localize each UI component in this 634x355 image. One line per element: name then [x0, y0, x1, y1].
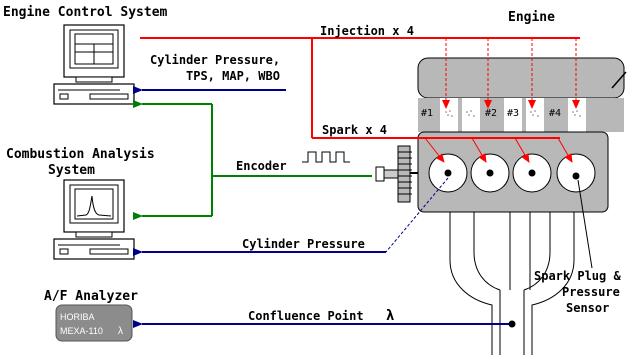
af-analyzer-meter: HORIBA MEXA-110 λ [55, 304, 133, 342]
cas-title-2: System [48, 163, 95, 178]
meter-symbol: λ [118, 326, 123, 337]
cyl-pressure-label-1: Cylinder Pressure, [150, 53, 280, 67]
encoder-gear-icon [375, 145, 418, 203]
spark-label: Spark x 4 [322, 123, 387, 137]
green-signal-lines [133, 100, 372, 220]
lambda-label: λ [386, 308, 394, 324]
spark-plug-label-3: Sensor [566, 301, 609, 315]
spark-plug-label-2: Pressure [562, 285, 620, 299]
encoder-label: Encoder [236, 159, 287, 173]
injector-label-3: #3 [507, 108, 519, 119]
red-signal-lines [140, 37, 580, 163]
cyl-pressure-label-2: TPS, MAP, WBO [186, 69, 280, 83]
blue-signal-lines [133, 86, 516, 328]
cas-title-1: Combustion Analysis [6, 147, 155, 162]
ecs-computer-icon [53, 24, 135, 105]
engine-body [417, 57, 627, 355]
af-analyzer-title: A/F Analyzer [44, 289, 138, 304]
meter-brand: HORIBA [60, 312, 95, 322]
cylinder-pressure-label: Cylinder Pressure [242, 237, 365, 251]
cylinders [428, 153, 596, 193]
spark-plug-label-1: Spark Plug & [534, 269, 621, 283]
ecs-title: Engine Control System [3, 5, 168, 20]
injector-label-2: #2 [485, 108, 497, 119]
meter-model: MEXA-110 [60, 326, 103, 336]
encoder-pulse-icon [302, 151, 350, 163]
injector-label-1: #1 [421, 108, 433, 119]
injection-label: Injection x 4 [320, 24, 414, 38]
confluence-label: Confluence Point [248, 309, 364, 323]
engine-label: Engine [508, 10, 555, 25]
cas-computer-icon [53, 179, 135, 260]
injector-label-4: #4 [549, 108, 561, 119]
injector-spray [445, 110, 581, 117]
spark-plug-pointer [577, 179, 593, 269]
